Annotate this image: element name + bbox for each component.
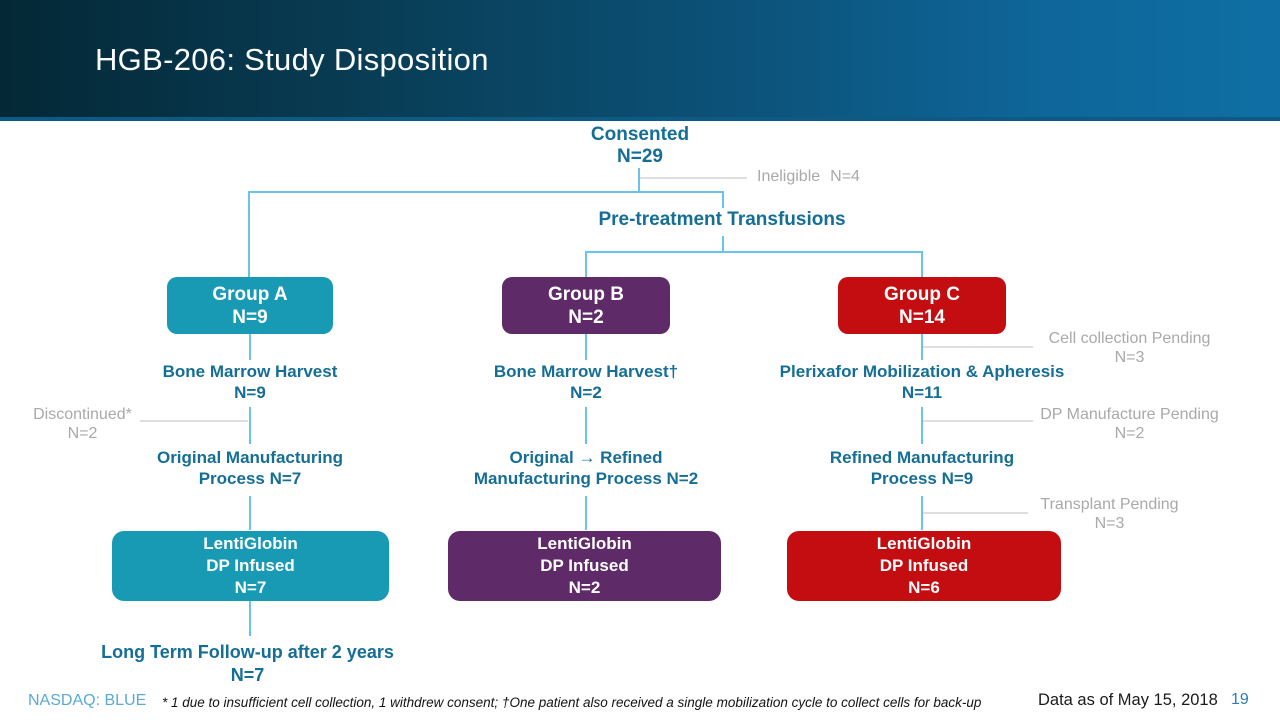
node-consented: Consented N=29 (550, 124, 730, 168)
note-transplant-pending: Transplant Pending N=3 (1012, 495, 1207, 533)
node-process-a: Original Manufacturing Process N=7 (105, 447, 395, 489)
node-consented-n: N=29 (617, 146, 663, 167)
node-process-b: Original → Refined Manufacturing Process… (411, 447, 761, 489)
page-number: 19 (1231, 691, 1249, 708)
node-pretreatment-label: Pre-treatment Transfusions (598, 209, 846, 230)
group-c-box: Group C N=14 (838, 277, 1006, 334)
connector-line (585, 251, 923, 253)
node-followup-label: Long Term Follow-up after 2 years (101, 642, 394, 662)
node-process-a-line2: Process N=7 (198, 469, 302, 488)
infused-c-n: N=6 (908, 578, 940, 597)
node-followup-n: N=7 (230, 665, 265, 685)
node-harvest-b-label: Bone Marrow Harvest† (493, 362, 679, 381)
infused-a-line1: LentiGlobin (203, 534, 298, 553)
group-b-box: Group B N=2 (502, 277, 670, 334)
note-transplant-label: Transplant Pending (1040, 496, 1179, 513)
nasdaq-ticker: NASDAQ: BLUE (28, 692, 147, 709)
node-harvest-a-label: Bone Marrow Harvest (162, 362, 338, 381)
group-a-n: N=9 (232, 306, 268, 328)
group-c-n: N=14 (899, 306, 945, 328)
connector-line (585, 407, 587, 444)
connector-ineligible (639, 177, 747, 179)
connector-line (249, 496, 251, 530)
node-apheresis-c-label: Plerixafor Mobilization & Apheresis (779, 362, 1065, 381)
group-a-label: Group A (212, 283, 288, 305)
slide-header: HGB-206: Study Disposition (0, 0, 1280, 121)
group-c-label: Group C (884, 283, 960, 305)
node-followup: Long Term Follow-up after 2 years N=7 (75, 641, 420, 687)
connector-line (249, 407, 251, 444)
infused-a-n: N=7 (234, 578, 267, 597)
page-title: HGB-206: Study Disposition (95, 42, 489, 77)
connector-line (585, 251, 587, 277)
note-discontinued-label: Discontinued* (33, 406, 132, 423)
connector-line (921, 251, 923, 277)
connector-line (248, 191, 250, 277)
infused-b-line2: DP Infused (540, 556, 629, 575)
connector-line (585, 496, 587, 530)
group-b-n: N=2 (568, 306, 604, 328)
node-process-a-line1: Original Manufacturing (156, 448, 344, 467)
footnote: * 1 due to insufficient cell collection,… (162, 695, 982, 710)
note-cell-collection-pending: Cell collection Pending N=3 (1032, 329, 1227, 367)
node-harvest-a-n: N=9 (234, 383, 266, 402)
connector-line (638, 168, 640, 193)
infused-b-n: N=2 (568, 578, 601, 597)
node-process-b-line1: Original → Refined (509, 448, 663, 467)
note-discontinued-n: N=2 (67, 425, 98, 442)
node-process-c-line2: Process N=9 (870, 469, 974, 488)
note-ineligible-n: N=4 (830, 168, 860, 185)
node-harvest-b: Bone Marrow Harvest† N=2 (421, 361, 751, 403)
connector-line (249, 601, 251, 636)
node-harvest-b-n: N=2 (570, 383, 602, 402)
group-a-box: Group A N=9 (167, 277, 333, 334)
node-pretreatment: Pre-treatment Transfusions (572, 209, 872, 231)
infused-b-line1: LentiGlobin (537, 534, 632, 553)
connector-line (921, 496, 923, 530)
infused-c-box: LentiGlobin DP Infused N=6 (787, 531, 1061, 601)
node-process-c-line1: Refined Manufacturing (829, 448, 1015, 467)
node-apheresis-c: Plerixafor Mobilization & Apheresis N=11 (737, 361, 1107, 403)
data-as-of: Data as of May 15, 2018 (1038, 691, 1218, 709)
note-dp-manufacture-pending: DP Manufacture Pending N=2 (1032, 405, 1227, 443)
connector-line (921, 407, 923, 444)
connector-transplant (923, 512, 1028, 514)
node-process-b-line2: Manufacturing Process N=2 (473, 469, 699, 488)
connector-discontinued (140, 420, 248, 422)
note-cell-collection-label: Cell collection Pending (1048, 330, 1211, 347)
infused-c-line1: LentiGlobin (876, 534, 972, 553)
note-discontinued: Discontinued* N=2 (15, 405, 150, 443)
infused-a-box: LentiGlobin DP Infused N=7 (112, 531, 389, 601)
connector-line (249, 334, 251, 360)
connector-line (722, 191, 724, 208)
connector-line (585, 334, 587, 360)
connector-line (722, 236, 724, 253)
infused-b-box: LentiGlobin DP Infused N=2 (448, 531, 721, 601)
node-consented-label: Consented (590, 124, 690, 145)
infused-c-line2: DP Infused (879, 556, 969, 575)
note-ineligible-label: Ineligible (757, 168, 821, 185)
connector-dp-manufacture (923, 420, 1033, 422)
note-dp-manufacture-n: N=2 (1114, 425, 1145, 442)
connector-line (921, 334, 923, 360)
connector-line (248, 191, 724, 193)
infused-a-line2: DP Infused (206, 556, 295, 575)
note-cell-collection-n: N=3 (1114, 349, 1145, 366)
node-harvest-a: Bone Marrow Harvest N=9 (105, 361, 395, 403)
note-transplant-n: N=3 (1094, 515, 1125, 532)
note-ineligible: Ineligible N=4 (757, 167, 907, 186)
node-apheresis-c-n: N=11 (901, 383, 943, 402)
node-process-c: Refined Manufacturing Process N=9 (737, 447, 1107, 489)
group-b-label: Group B (548, 283, 624, 305)
note-dp-manufacture-label: DP Manufacture Pending (1040, 406, 1219, 423)
connector-cell-collection (923, 346, 1033, 348)
